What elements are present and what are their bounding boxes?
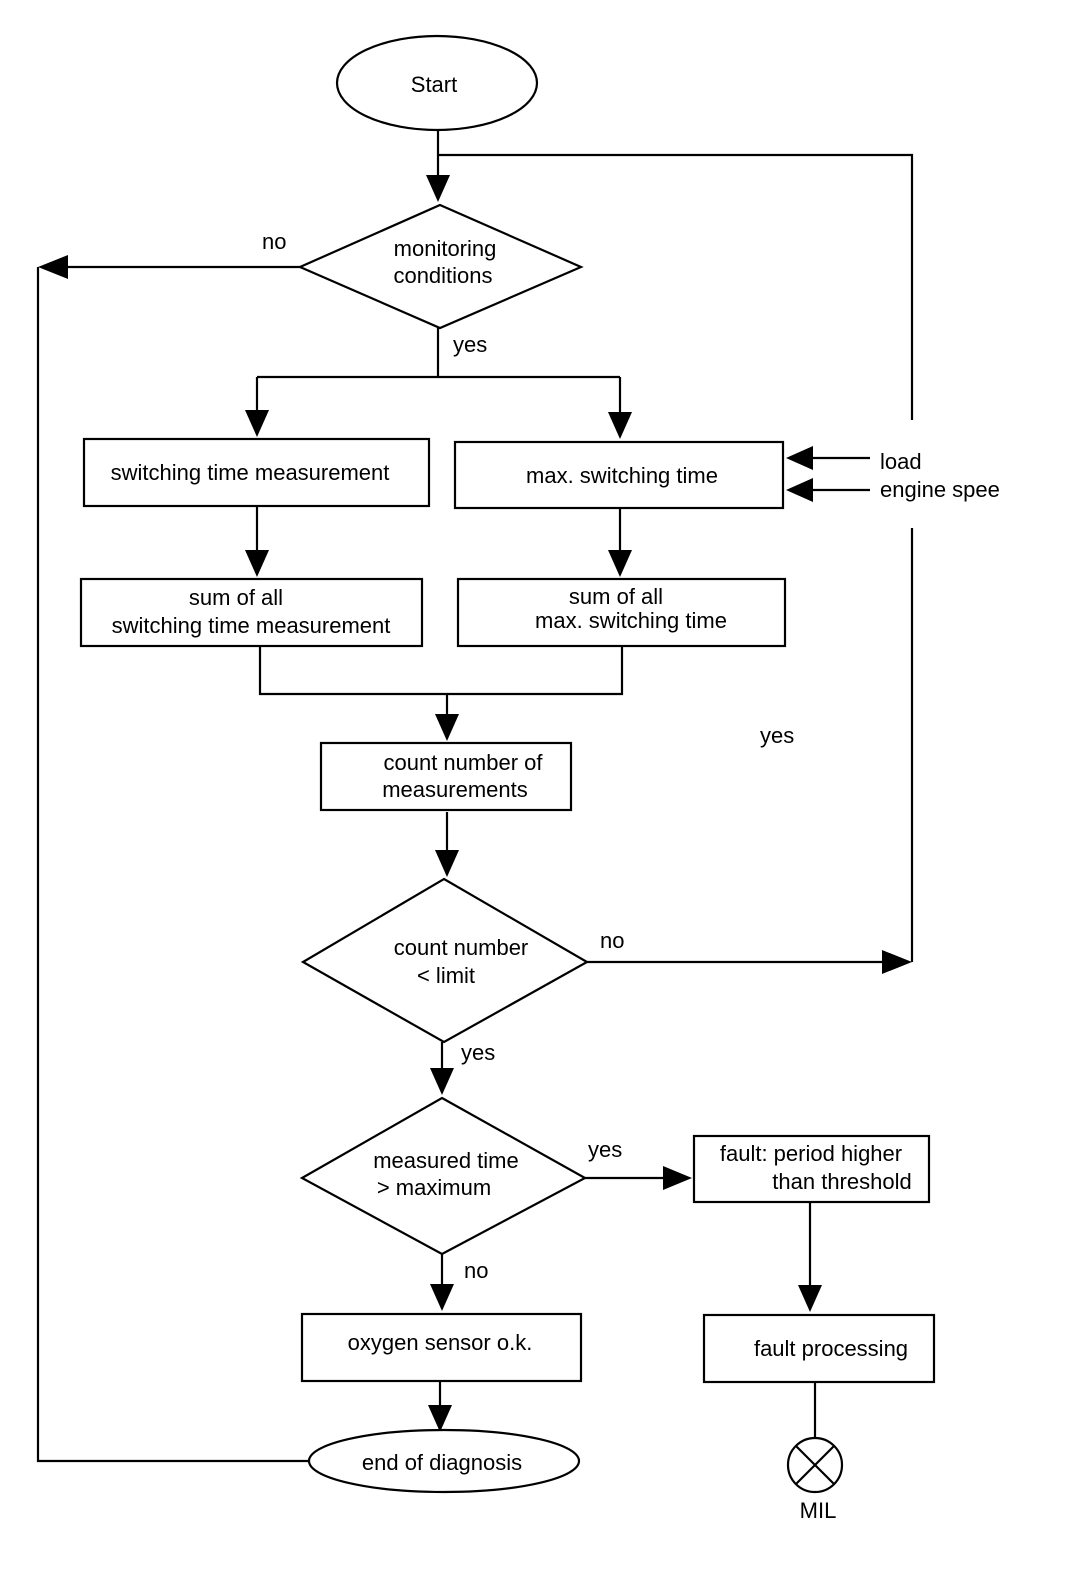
max-switching-box [453, 440, 785, 510]
count-no-label: no [600, 928, 624, 953]
arrow-to-fault-period [663, 1166, 692, 1190]
sum-measurement-label-line2: switching time measurement [112, 613, 391, 638]
measured-no-label: no [464, 1258, 488, 1283]
fault-period-label-line1: fault: period higher [720, 1141, 902, 1166]
labels: Start monitoring conditions switching ti… [111, 72, 1000, 1523]
arrow-load-input [786, 446, 813, 470]
count-measurements-label-line2: measurements [382, 777, 528, 802]
start-label: Start [411, 72, 457, 97]
count-measurements-box [319, 741, 573, 812]
edge-loop-right-upper [438, 153, 914, 420]
count-yes-label: yes [461, 1040, 495, 1065]
nodes [79, 34, 936, 1494]
max-switching-label: max. switching time [526, 463, 718, 488]
fault-processing-box [702, 1313, 936, 1384]
sum-measurement-label-line1: sum of all [189, 585, 283, 610]
fault-period-box [692, 1134, 931, 1204]
measured-time-label-line1: measured time [373, 1148, 519, 1173]
sum-measurement-box [79, 577, 424, 648]
count-measurements-label-line1: count number of [384, 750, 544, 775]
arrow-to-end [428, 1405, 452, 1432]
arrow-limit-no [882, 950, 912, 974]
monitoring-decision [297, 203, 584, 330]
arrow-to-sensor-ok [430, 1284, 454, 1311]
fault-processing-label: fault processing [754, 1336, 908, 1361]
sensor-ok-label: oxygen sensor o.k. [348, 1330, 533, 1355]
mil-label: MIL [800, 1498, 837, 1523]
end-terminal [307, 1428, 581, 1494]
arrow-to-max-switching [608, 412, 632, 439]
edge-return-loop [36, 267, 310, 1463]
switching-measurement-label: switching time measurement [111, 460, 390, 485]
engine-speed-input-label: engine spee [880, 477, 1000, 502]
lamp-cross-icon [786, 1436, 844, 1494]
end-label: end of diagnosis [362, 1450, 522, 1475]
measured-yes-label: yes [588, 1137, 622, 1162]
arrow-to-measured-time [430, 1068, 454, 1095]
arrow-start-to-monitoring [426, 175, 450, 202]
arrow-to-sum-max [608, 550, 632, 577]
monitoring-no-label: no [262, 229, 286, 254]
sum-max-box [456, 577, 787, 648]
measured-time-decision [299, 1096, 588, 1256]
measured-time-label-line2: > maximum [377, 1175, 491, 1200]
load-input-label: load [880, 449, 922, 474]
count-limit-label-line2: < limit [417, 963, 475, 988]
fault-period-label-line2: than threshold [772, 1169, 911, 1194]
monitoring-label-line2: conditions [393, 263, 492, 288]
start-terminal [335, 34, 539, 132]
loop-yes-label: yes [760, 723, 794, 748]
arrow-to-sum-measurement [245, 550, 269, 577]
sum-max-label-line2: max. switching time [535, 608, 727, 633]
arrow-to-switching-measurement [245, 410, 269, 437]
edge-merge [258, 646, 624, 696]
sensor-ok-box [300, 1312, 583, 1383]
monitoring-yes-label: yes [453, 332, 487, 357]
arrow-to-count-limit [435, 850, 459, 877]
monitoring-label-line1: monitoring [394, 236, 497, 261]
arrow-to-fault-processing [798, 1285, 822, 1312]
arrow-to-count-measurements [435, 714, 459, 741]
arrow-monitoring-no [38, 255, 68, 279]
count-limit-decision [300, 877, 590, 1044]
count-limit-label-line1: count number [394, 935, 529, 960]
connectors [36, 130, 914, 1463]
sum-max-label-line1: sum of all [569, 584, 663, 609]
switching-measurement-box [82, 437, 431, 508]
arrow-engine-speed-input [786, 478, 813, 502]
